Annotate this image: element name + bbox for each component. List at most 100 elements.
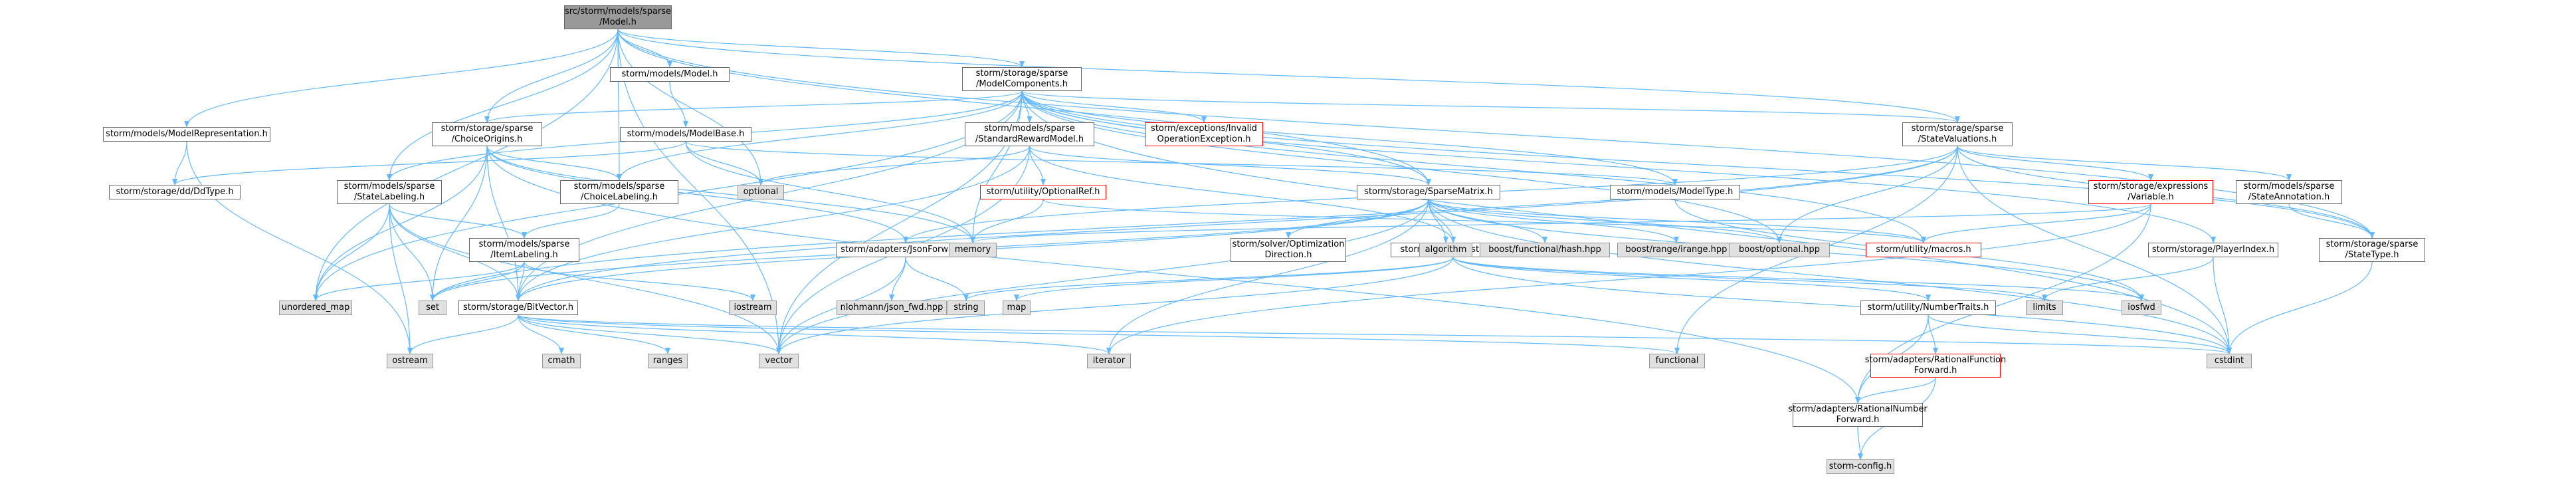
node-item-labeling[interactable]: storm/models/sparse/ItemLabeling.h (469, 238, 579, 262)
node-label: cstdint (2214, 356, 2244, 366)
edge-state_type-to-cstdint (2227, 261, 2373, 354)
edge-bit_vector-to-functional (518, 314, 1680, 354)
edge-state_valuations-to-cstdint (1957, 146, 2232, 354)
node-iostream[interactable]: iostream (729, 301, 777, 315)
node-player-index[interactable]: storm/storage/PlayerIndex.h (2148, 243, 2278, 257)
node-label: cmath (547, 356, 575, 366)
node-label: storm/exceptions/Invalid (1151, 124, 1257, 134)
edge-bit_vector-to-iterator (518, 314, 1112, 354)
node-optional[interactable]: optional (738, 185, 784, 199)
edge-state_labeling-to-set (389, 203, 435, 301)
node-state-annotation[interactable]: storm/models/sparse/StateAnnotation.h (2236, 180, 2342, 204)
node-model-components[interactable]: storm/storage/sparse/ModelComponents.h (962, 67, 1082, 91)
node-memory[interactable]: memory (949, 243, 997, 257)
node-ostream[interactable]: ostream (387, 354, 433, 368)
edge-number_traits-to-cstdint (1928, 314, 2232, 354)
node-std-reward-model[interactable]: storm/models/sparse/StandardRewardModel.… (965, 122, 1094, 146)
node-label: storm/storage/SparseMatrix.h (1364, 187, 1493, 197)
edge-choice_origins-to-json_forward (486, 146, 908, 243)
node-iterator[interactable]: iterator (1087, 354, 1131, 368)
node-label: vector (765, 356, 793, 366)
node-label: storm/models/sparse (344, 181, 435, 191)
edge-item_labeling-to-iostream (524, 261, 755, 301)
node-choice-origins[interactable]: storm/storage/sparse/ChoiceOrigins.h (432, 122, 542, 146)
edge-model_components-to-boost_optional (1021, 90, 1782, 243)
edge-state_valuations-to-set (430, 146, 1958, 301)
node-model-base[interactable]: storm/models/ModelBase.h (620, 127, 751, 142)
edge-rational_function_fwd-to-rational_number_fwd (1855, 377, 1936, 404)
edge-model_components-to-utility_macros (1021, 90, 1926, 243)
node-iosfwd[interactable]: iosfwd (2122, 301, 2161, 315)
node-label: nlohmann/json_fwd.hpp (840, 302, 943, 312)
edge-std_reward_model-to-utility_constants (1029, 146, 1456, 243)
node-model-h[interactable]: src/storm/models/sparse/Model.h (564, 5, 672, 29)
node-set[interactable]: set (419, 301, 446, 315)
node-label: storm/storage/BitVector.h (463, 302, 573, 312)
edge-sparse_matrix-to-utility_macros (1428, 199, 1926, 243)
node-label: optional (743, 187, 779, 197)
node-models-model[interactable]: storm/models/Model.h (610, 67, 730, 82)
edge-utility_constants-to-number_traits (1452, 257, 1931, 301)
node-cstdint[interactable]: cstdint (2207, 354, 2252, 368)
node-label: storm/models/sparse (2243, 181, 2335, 191)
node-label: storm/solver/Optimization (1232, 239, 1345, 249)
node-limits[interactable]: limits (2026, 301, 2063, 315)
edge-model_components-to-model_type (1021, 90, 1678, 185)
node-ranges[interactable]: ranges (648, 354, 688, 368)
node-string[interactable]: string (947, 301, 985, 315)
node-choice-labeling[interactable]: storm/models/sparse/ChoiceLabeling.h (560, 180, 678, 204)
edge-state_labeling-to-unordered_map (313, 203, 390, 301)
node-state-type[interactable]: storm/storage/sparse/StateType.h (2319, 238, 2425, 262)
edge-sparse_matrix-to-cstdint (1428, 199, 2232, 354)
edge-bit_vector-to-ranges (518, 314, 670, 354)
node-label: Direction.h (1264, 250, 1312, 260)
node-json-forward[interactable]: storm/adapters/JsonForward.h (836, 243, 975, 257)
node-expr-variable[interactable]: storm/storage/expressions/Variable.h (2088, 180, 2213, 204)
node-map[interactable]: map (1003, 301, 1031, 315)
edge-utility_constants-to-vector (776, 257, 1454, 354)
node-label: storm/storage/sparse (975, 68, 1068, 78)
edge-state_annotation-to-state_type (2288, 203, 2375, 239)
edge-player_index-to-cstdint (2213, 257, 2232, 354)
edge-model_base-to-memory (685, 141, 975, 243)
node-label: storm/storage/sparse (1911, 124, 2004, 134)
node-label: storm/utility/NumberTraits.h (1867, 302, 1989, 312)
node-dd-type[interactable]: storm/storage/dd/DdType.h (109, 185, 241, 199)
node-label: storm/utility/macros.h (1876, 245, 1971, 255)
edge-model_h-to-model_representation (184, 29, 619, 128)
node-label: boost/functional/hash.hpp (1488, 245, 1601, 255)
node-vector[interactable]: vector (759, 354, 799, 368)
node-utility-macros[interactable]: storm/utility/macros.h (1866, 243, 1981, 257)
node-state-labeling[interactable]: storm/models/sparse/StateLabeling.h (337, 180, 442, 204)
node-nlohmann-json-fwd[interactable]: nlohmann/json_fwd.hpp (837, 301, 947, 315)
node-storm-config[interactable]: storm-config.h (1827, 459, 1894, 474)
node-label: storm/storage/sparse (441, 124, 534, 134)
edge-model_h-to-state_labeling (387, 29, 619, 181)
edge-optional_ref-to-memory (970, 199, 1044, 243)
node-label: /StateAnnotation.h (2248, 192, 2330, 202)
node-unordered-map[interactable]: unordered_map (279, 301, 352, 315)
node-label: Forward.h (1836, 415, 1880, 425)
node-cmath[interactable]: cmath (542, 354, 581, 368)
node-state-valuations[interactable]: storm/storage/sparse/StateValuations.h (1902, 122, 2013, 146)
node-number-traits[interactable]: storm/utility/NumberTraits.h (1860, 301, 1996, 315)
node-sparse-matrix[interactable]: storm/storage/SparseMatrix.h (1357, 185, 1500, 199)
edge-bit_vector-to-cstdint (518, 314, 2232, 354)
edge-state_valuations-to-bit_vector (516, 146, 1958, 301)
node-optional-ref[interactable]: storm/utility/OptionalRef.h (980, 185, 1106, 199)
node-model-type[interactable]: storm/models/ModelType.h (1610, 185, 1740, 199)
node-bit-vector[interactable]: storm/storage/BitVector.h (458, 301, 578, 315)
node-functional[interactable]: functional (1649, 354, 1705, 368)
node-algorithm[interactable]: algorithm (1419, 243, 1472, 257)
edge-model_components-to-state_valuations (1021, 90, 1960, 123)
edge-expr_variable-to-utility_macros (1921, 203, 2151, 243)
node-boost-range-irange[interactable]: boost/range/irange.hpp (1617, 243, 1735, 257)
node-boost-optional[interactable]: boost/optional.hpp (1729, 243, 1830, 257)
node-model-representation[interactable]: storm/models/ModelRepresentation.h (103, 127, 270, 142)
node-label: src/storm/models/sparse (564, 7, 672, 17)
node-boost-functional-hash[interactable]: boost/functional/hash.hpp (1480, 243, 1610, 257)
